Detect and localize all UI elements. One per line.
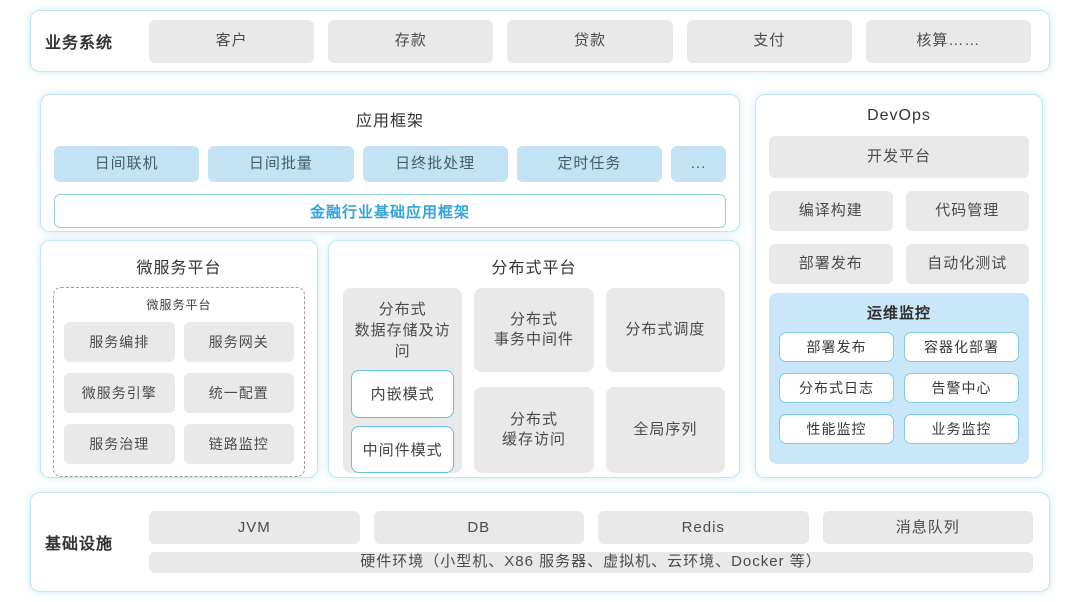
microservice-platform-section: 微服务平台 微服务平台 服务编排 服务网关 微服务引擎 统一配置 服务治理 链路… [40, 240, 318, 478]
app-framework-module-more[interactable]: ... [671, 146, 726, 182]
business-system-button[interactable]: 贷款 [507, 19, 673, 63]
devops-tool-button[interactable]: 代码管理 [905, 191, 1029, 231]
business-systems-row: 客户 存款 贷款 支付 核算…… [149, 19, 1032, 63]
microservice-item-button[interactable]: 服务网关 [183, 322, 294, 362]
microservice-grid: 服务编排 服务网关 微服务引擎 统一配置 服务治理 链路监控 [64, 322, 294, 464]
app-framework-title: 应用框架 [355, 113, 424, 130]
app-framework-module[interactable]: 日间批量 [208, 146, 354, 182]
devops-tool-button[interactable]: 编译构建 [769, 191, 893, 231]
microservice-item-button[interactable]: 链路监控 [183, 424, 294, 464]
distributed-cache-button[interactable]: 分布式 缓存访问 [474, 387, 594, 473]
app-framework-module[interactable]: 日终批处理 [362, 146, 508, 182]
ops-monitoring-grid: 部署发布 容器化部署 分布式日志 告警中心 性能监控 业务监控 [779, 332, 1019, 444]
ops-monitoring-panel: 运维监控 部署发布 容器化部署 分布式日志 告警中心 性能监控 业务监控 [769, 293, 1029, 464]
microservice-item-button[interactable]: 统一配置 [183, 373, 294, 413]
ops-monitoring-title: 运维监控 [866, 305, 931, 322]
devops-title: DevOps [867, 107, 931, 124]
app-framework-section: 应用框架 日间联机 日间批量 日终批处理 定时任务 ... 金融行业基础应用框架 [40, 94, 740, 232]
devops-section: DevOps 开发平台 编译构建 代码管理 部署发布 自动化测试 运维监控 部署… [755, 94, 1043, 478]
business-system-button[interactable]: 存款 [328, 19, 494, 63]
ops-monitoring-button[interactable]: 性能监控 [779, 414, 894, 444]
ops-monitoring-button[interactable]: 容器化部署 [904, 332, 1019, 362]
microservice-item-button[interactable]: 微服务引擎 [64, 373, 175, 413]
business-systems-label: 业务系统 [45, 35, 114, 52]
microservice-item-button[interactable]: 服务治理 [64, 424, 175, 464]
business-systems-section: 业务系统 客户 存款 贷款 支付 核算…… [30, 10, 1050, 72]
app-framework-modules-row: 日间联机 日间批量 日终批处理 定时任务 ... [54, 146, 726, 182]
microservice-inner-box: 微服务平台 服务编排 服务网关 微服务引擎 统一配置 服务治理 链路监控 [53, 287, 305, 477]
infrastructure-body: JVM DB Redis 消息队列 硬件环境（小型机、X86 服务器、虚拟机、云… [149, 511, 1033, 573]
app-framework-module[interactable]: 日间联机 [54, 146, 200, 182]
infrastructure-label: 基础设施 [45, 536, 114, 553]
infrastructure-item-button[interactable]: Redis [598, 511, 809, 545]
infrastructure-section: 基础设施 JVM DB Redis 消息队列 硬件环境（小型机、X86 服务器、… [30, 492, 1050, 592]
business-system-button[interactable]: 客户 [149, 19, 315, 63]
devops-tool-button[interactable]: 部署发布 [769, 244, 893, 284]
app-framework-module[interactable]: 定时任务 [516, 146, 662, 182]
distributed-grid: 分布式 数据存储及访问 内嵌模式 中间件模式 分布式 事务中间件 分布式调度 分… [343, 288, 725, 473]
hardware-environment-bar: 硬件环境（小型机、X86 服务器、虚拟机、云环境、Docker 等） [149, 552, 1033, 573]
microservice-item-button[interactable]: 服务编排 [64, 322, 175, 362]
business-system-button[interactable]: 支付 [686, 19, 852, 63]
business-system-button[interactable]: 核算…… [865, 19, 1032, 63]
infrastructure-row: JVM DB Redis 消息队列 [149, 511, 1033, 545]
storage-mode-button[interactable]: 中间件模式 [351, 425, 455, 473]
storage-mode-button[interactable]: 内嵌模式 [351, 370, 455, 418]
infrastructure-item-button[interactable]: JVM [149, 511, 360, 545]
microservice-platform-title: 微服务平台 [136, 260, 222, 277]
infrastructure-item-button[interactable]: DB [373, 511, 584, 545]
microservice-inner-title: 微服务平台 [146, 298, 212, 312]
base-framework-banner: 金融行业基础应用框架 [54, 194, 726, 228]
distributed-scheduling-button[interactable]: 分布式调度 [605, 288, 725, 372]
distributed-platform-title: 分布式平台 [491, 260, 577, 277]
ops-monitoring-button[interactable]: 分布式日志 [779, 373, 894, 403]
distributed-transaction-button[interactable]: 分布式 事务中间件 [474, 288, 594, 372]
ops-monitoring-button[interactable]: 部署发布 [779, 332, 894, 362]
distributed-sequence-button[interactable]: 全局序列 [605, 387, 725, 473]
ops-monitoring-button[interactable]: 告警中心 [904, 373, 1019, 403]
distributed-platform-section: 分布式平台 分布式 数据存储及访问 内嵌模式 中间件模式 分布式 事务中间件 分… [328, 240, 740, 478]
infrastructure-item-button[interactable]: 消息队列 [822, 511, 1033, 545]
distributed-storage-label: 分布式 数据存储及访问 [354, 301, 451, 360]
devops-tool-button[interactable]: 自动化测试 [905, 244, 1029, 284]
dev-platform-button[interactable]: 开发平台 [769, 136, 1029, 178]
devops-tools-grid: 编译构建 代码管理 部署发布 自动化测试 [769, 191, 1029, 284]
distributed-storage-box: 分布式 数据存储及访问 内嵌模式 中间件模式 [343, 288, 463, 473]
ops-monitoring-button[interactable]: 业务监控 [904, 414, 1019, 444]
